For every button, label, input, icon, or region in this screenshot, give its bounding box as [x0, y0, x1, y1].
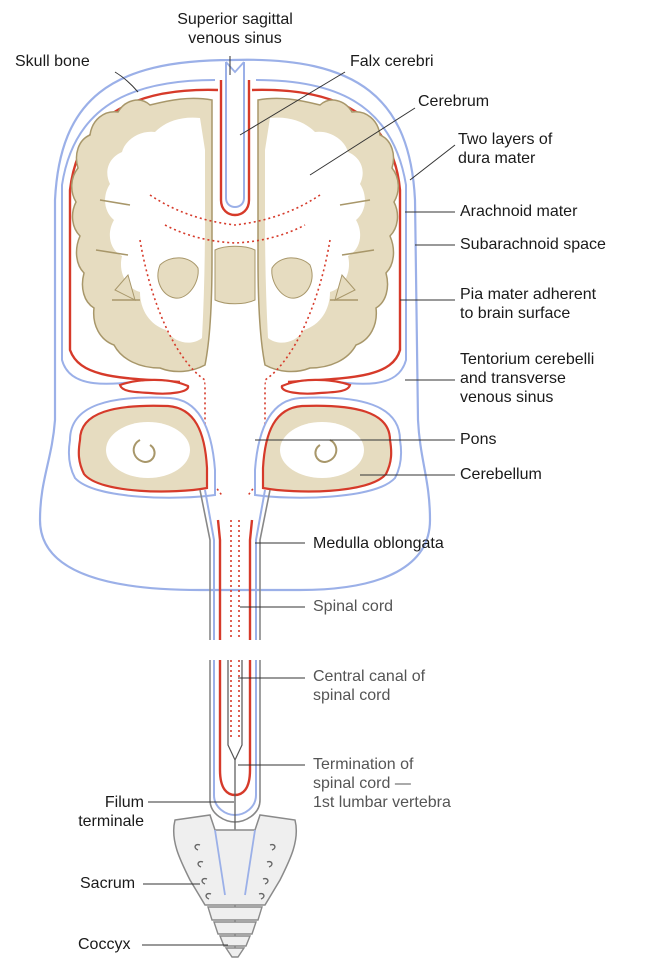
tentorium-right — [282, 380, 350, 394]
label-line: terminale — [60, 812, 144, 831]
label-line: Pia mater adherent — [460, 285, 596, 304]
label-line: venous sinus — [125, 29, 345, 48]
label-filum-terminale: Filum terminale — [60, 793, 144, 831]
label-termination-spinal-cord: Termination of spinal cord — 1st lumbar … — [313, 755, 451, 812]
label-line: venous sinus — [460, 388, 594, 407]
label-line: Two layers of — [458, 130, 552, 149]
label-line: 1st lumbar vertebra — [313, 793, 451, 812]
coccyx-bone — [208, 907, 262, 957]
label-line: Central canal of — [313, 667, 425, 686]
label-line: and transverse — [460, 369, 594, 388]
label-superior-sagittal-sinus: Superior sagittal venous sinus — [125, 10, 345, 48]
label-spinal-cord: Spinal cord — [313, 597, 393, 616]
label-cerebellum: Cerebellum — [460, 465, 542, 484]
label-line: Tentorium cerebelli — [460, 350, 594, 369]
label-line: spinal cord — — [313, 774, 451, 793]
label-two-layers-dura: Two layers of dura mater — [458, 130, 552, 168]
label-central-canal: Central canal of spinal cord — [313, 667, 425, 705]
label-pons: Pons — [460, 430, 496, 449]
label-cerebrum: Cerebrum — [418, 92, 489, 111]
label-line: dura mater — [458, 149, 552, 168]
label-line: Termination of — [313, 755, 451, 774]
label-line: spinal cord — [313, 686, 425, 705]
label-falx-cerebri: Falx cerebri — [350, 52, 434, 71]
tentorium-left — [120, 380, 188, 394]
label-skull-bone: Skull bone — [15, 52, 90, 71]
label-subarachnoid-space: Subarachnoid space — [460, 235, 606, 254]
label-line: Superior sagittal — [125, 10, 345, 29]
label-medulla-oblongata: Medulla oblongata — [313, 534, 444, 553]
label-line: Filum — [60, 793, 144, 812]
label-coccyx: Coccyx — [78, 935, 130, 954]
label-sacrum: Sacrum — [80, 874, 135, 893]
label-tentorium-cerebelli: Tentorium cerebelli and transverse venou… — [460, 350, 594, 407]
label-pia-mater: Pia mater adherent to brain surface — [460, 285, 596, 323]
label-arachnoid-mater: Arachnoid mater — [460, 202, 577, 221]
label-line: to brain surface — [460, 304, 596, 323]
